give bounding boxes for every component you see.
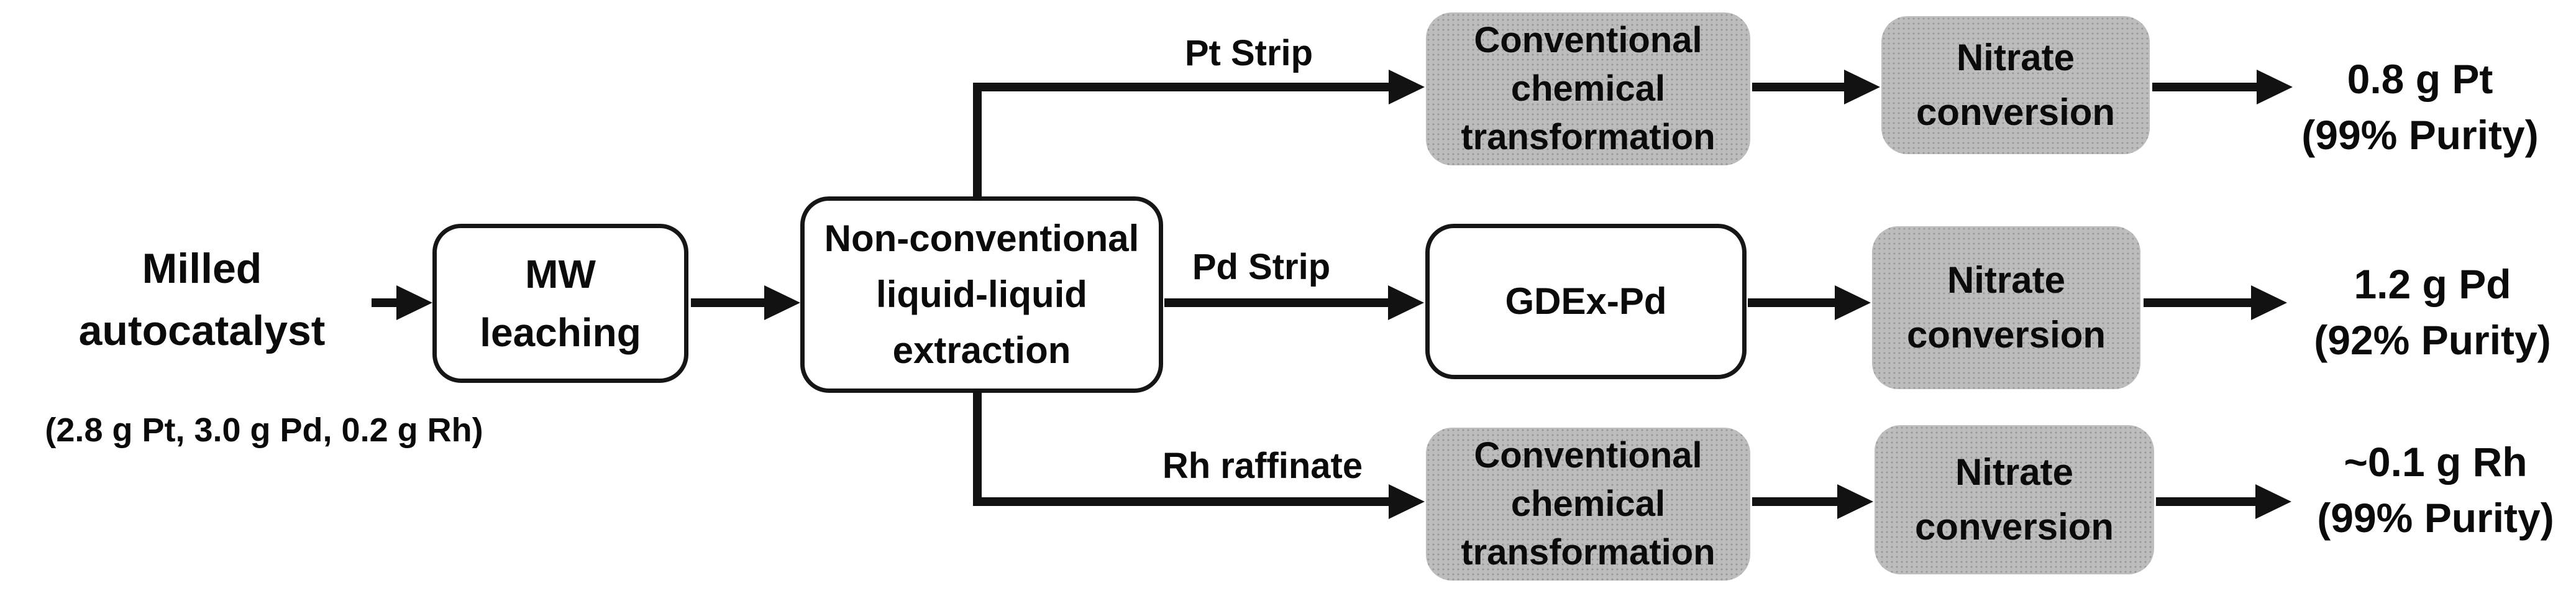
- rh-nitrate-conversion-box: Nitrate conversion: [1875, 425, 2154, 574]
- arrow-mw-leaching-to-extraction: [691, 285, 800, 320]
- pt-strip-stream-label: Pt Strip: [1184, 33, 1313, 73]
- pt-output-label: 0.8 g Pt (99% Purity): [2301, 56, 2539, 158]
- pt-conventional-transformation-box: Conventional chemical transformation: [1426, 12, 1750, 165]
- rh-nitrate-conversion-label: Nitrate conversion: [1914, 451, 2114, 548]
- pd-output-label: 1.2 g Pd (92% Purity): [2314, 261, 2551, 363]
- rh-conventional-transformation-box: Conventional chemical transformation: [1426, 428, 1750, 581]
- arrow-rh-transformation-to-nitrate: [1752, 484, 1873, 519]
- pd-nitrate-conversion-label: Nitrate conversion: [1906, 259, 2106, 356]
- input-material-label: Milled autocatalyst: [78, 245, 326, 354]
- pd-nitrate-conversion-box: Nitrate conversion: [1872, 226, 2140, 389]
- arrow-rh-raffinate: [973, 484, 1425, 519]
- connector-up-from-extraction: [973, 83, 982, 201]
- pt-nitrate-conversion-label: Nitrate conversion: [1916, 37, 2116, 133]
- arrow-pd-nitrate-to-output: [2144, 285, 2287, 320]
- connector-down-from-extraction: [973, 390, 982, 506]
- arrow-pt-nitrate-to-output: [2152, 70, 2293, 104]
- arrow-rh-nitrate-to-output: [2156, 484, 2291, 519]
- arrow-pd-strip: [1164, 285, 1424, 320]
- gdex-pd-box: GDEx-Pd: [1425, 224, 1747, 379]
- mw-leaching-box: MW leaching: [432, 224, 688, 383]
- extraction-label: Non-conventional liquid-liquid extractio…: [824, 218, 1140, 371]
- pt-nitrate-conversion-box: Nitrate conversion: [1881, 16, 2150, 154]
- input-composition-label: (2.8 g Pt, 3.0 g Pd, 0.2 g Rh): [45, 411, 483, 449]
- pd-strip-stream-label: Pd Strip: [1192, 247, 1331, 287]
- rh-conventional-transformation-label: Conventional chemical transformation: [1461, 435, 1715, 572]
- pt-conventional-transformation-label: Conventional chemical transformation: [1461, 20, 1715, 157]
- rh-raffinate-stream-label: Rh raffinate: [1162, 446, 1363, 486]
- arrow-gdex-to-nitrate: [1748, 285, 1871, 320]
- mw-leaching-label: MW leaching: [480, 252, 641, 355]
- rh-output-label: ~0.1 g Rh (99% Purity): [2317, 439, 2554, 541]
- gdex-pd-label: GDEx-Pd: [1505, 280, 1667, 322]
- arrow-pt-strip: [973, 70, 1425, 104]
- arrow-input-to-mw-leaching: [372, 285, 432, 320]
- arrow-pt-transformation-to-nitrate: [1752, 70, 1880, 104]
- extraction-box: Non-conventional liquid-liquid extractio…: [800, 196, 1163, 393]
